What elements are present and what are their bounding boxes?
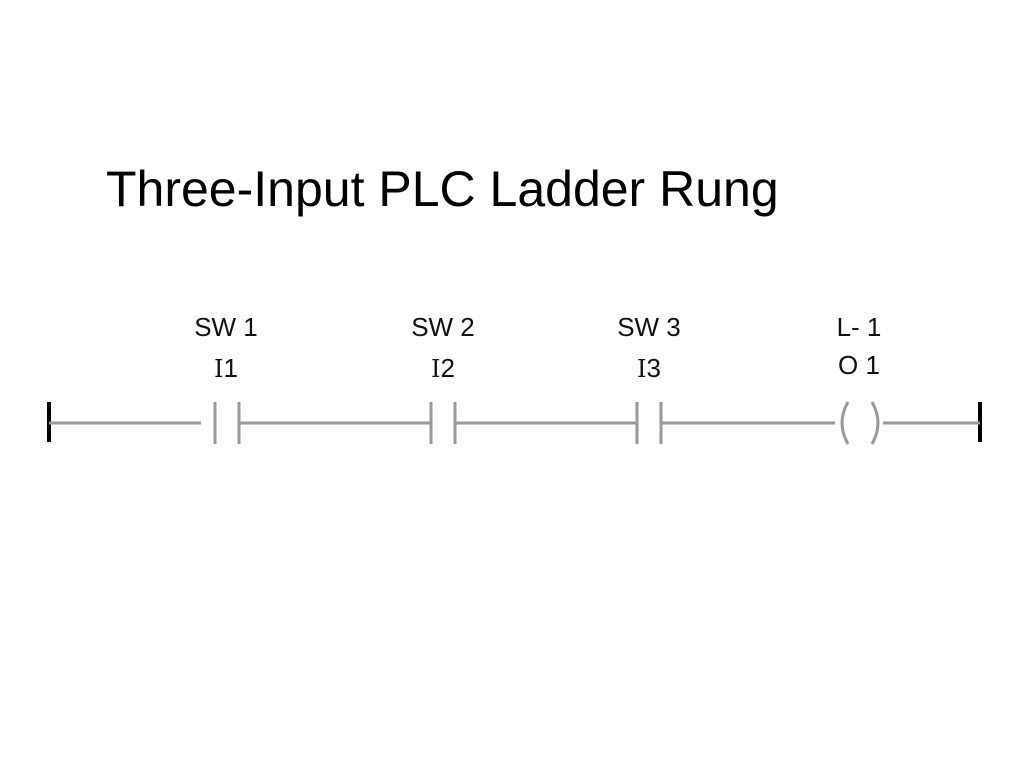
contact-sw2[interactable] bbox=[429, 402, 457, 444]
contact-sw1[interactable] bbox=[213, 402, 241, 444]
contact-sw3-address-prefix: I bbox=[637, 355, 646, 383]
contact-sw2-address: I2 bbox=[431, 353, 455, 383]
contact-sw1-name: SW 1 bbox=[194, 312, 258, 342]
contact-sw3-address-number: 3 bbox=[647, 353, 661, 383]
contact-sw1-address-prefix: I bbox=[214, 355, 223, 383]
output-coil-l1-address: O 1 bbox=[838, 350, 880, 380]
contact-sw2-address-prefix: I bbox=[431, 355, 440, 383]
contact-sw2-name: SW 2 bbox=[411, 312, 475, 342]
contact-sw1-address-number: 1 bbox=[224, 353, 238, 383]
coil-left-arc bbox=[840, 401, 850, 445]
output-coil-l1-name: L- 1 bbox=[837, 312, 882, 342]
coil-right-arc bbox=[870, 401, 880, 445]
output-coil-l1[interactable] bbox=[840, 401, 880, 445]
page-title: Three-Input PLC Ladder Rung bbox=[106, 161, 779, 217]
contact-sw3-address: I3 bbox=[637, 353, 661, 383]
contact-sw2-address-number: 2 bbox=[441, 353, 455, 383]
contact-sw3[interactable] bbox=[635, 402, 663, 444]
contact-sw3-name: SW 3 bbox=[617, 312, 681, 342]
contact-sw1-address: I1 bbox=[214, 353, 238, 383]
